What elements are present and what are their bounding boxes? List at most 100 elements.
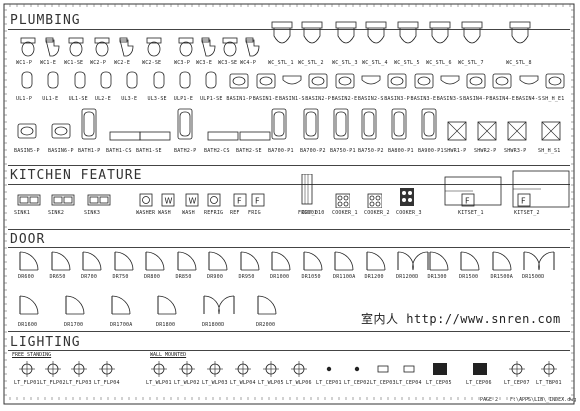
- light-15-symbol: [470, 360, 488, 382]
- symbol-label: BA750-P2: [358, 148, 384, 154]
- symbol-label: DR1700: [64, 322, 84, 328]
- kitset-frame: [444, 176, 502, 210]
- kitchen-0-symbol: [16, 192, 42, 212]
- door-15-symbol: [491, 248, 515, 278]
- symbol-label: LT_FLP03: [66, 380, 92, 386]
- symbol-label: BASIN5-P: [14, 148, 40, 154]
- symbol-label: WC_STL_8: [506, 60, 532, 66]
- symbol-label: ULP1-SE: [200, 96, 223, 102]
- symbol-label: DR750: [112, 274, 129, 280]
- divider: [8, 331, 570, 332]
- bath-15-symbol: [476, 120, 498, 146]
- symbol-label: DR1500D: [522, 274, 545, 280]
- bath-17-symbol: [540, 120, 562, 146]
- light-13-symbol: [400, 360, 418, 382]
- wc-5-symbol: [144, 36, 164, 64]
- bath-5-symbol: [176, 108, 194, 146]
- symbol-label: LT_CEP03: [370, 380, 396, 386]
- symbol-label: BA800-P1: [388, 148, 414, 154]
- footer-path: F:\APPS\LIB\_INDEX.dwg: [510, 397, 577, 403]
- symbol-label: BA700-P2: [300, 148, 326, 154]
- wc-3-symbol: [92, 36, 112, 64]
- basin-19-symbol: [518, 70, 540, 94]
- symbol-label: DR1050: [301, 274, 321, 280]
- wc-8-symbol: [220, 36, 240, 64]
- symbol-label: DR900: [207, 274, 224, 280]
- symbol-label: WC1-SE: [64, 60, 84, 66]
- symbol-label: WC_STL_6: [426, 60, 452, 66]
- basin-1-symbol: [44, 70, 66, 94]
- basin-15-symbol: [413, 70, 435, 94]
- svg-text:F: F: [521, 197, 526, 206]
- symbol-label: BASIN4-E: [489, 96, 516, 102]
- section-title-lighting: LIGHTING: [10, 335, 81, 350]
- symbol-label: WASHER: [136, 210, 156, 216]
- light-11-symbol: [348, 360, 366, 382]
- symbol-label: DR1600: [18, 322, 38, 328]
- bath-7-symbol: [238, 126, 272, 150]
- footer-page: PAGE 2: [480, 397, 499, 403]
- symbol-label: LT_WLP04: [230, 380, 256, 386]
- wc-16-symbol: [460, 20, 484, 48]
- symbol-label: DR850: [175, 274, 192, 280]
- basin-17-symbol: [465, 70, 487, 94]
- door-4-symbol: [144, 248, 168, 278]
- symbol-label: DR700: [81, 274, 98, 280]
- symbol-label: DR1200D: [396, 274, 419, 280]
- symbol-label: UL3-E: [121, 96, 138, 102]
- light-3-symbol: [98, 360, 116, 382]
- symbol-label: WC_STL_2: [298, 60, 324, 66]
- symbol-label: UL3-SE: [147, 96, 167, 102]
- subheading-free-standing: FREE STANDING: [12, 352, 52, 358]
- kitchen-11-symbol: [334, 192, 351, 212]
- door-10-symbol: [333, 248, 357, 278]
- wc-4-symbol: [116, 36, 136, 64]
- light-0-symbol: [18, 360, 36, 382]
- light-14-symbol: [430, 360, 448, 382]
- light-9-symbol: [290, 360, 308, 382]
- symbol-label: BATH2-P: [174, 148, 197, 154]
- wc-11-symbol: [300, 20, 324, 48]
- symbol-label: BASIN3-S: [436, 96, 463, 102]
- svg-text:W: W: [165, 197, 173, 206]
- symbol-label: SINK2: [48, 210, 65, 216]
- symbol-label: LT_WLP06: [286, 380, 312, 386]
- symbol-label: SH_H_E1: [542, 96, 565, 102]
- symbol-label: LT_CEP02: [344, 380, 370, 386]
- kitchen-14-symbol: F: [460, 192, 476, 212]
- symbol-label: LT_CEP04: [396, 380, 422, 386]
- divider: [8, 184, 570, 185]
- symbol-label: WC2-P: [90, 60, 107, 66]
- symbol-label: DR1000: [270, 274, 290, 280]
- light-17-symbol: [540, 360, 558, 382]
- symbol-label: LT_CEP05: [426, 380, 452, 386]
- symbol-label: BASIN4-S: [515, 96, 542, 102]
- symbol-label: DR950: [238, 274, 255, 280]
- basin-10-symbol: [281, 70, 303, 94]
- symbol-label: DR1300: [427, 274, 447, 280]
- symbol-label: SHWR3-P: [504, 148, 527, 154]
- symbol-label: COOKER_2: [364, 210, 390, 216]
- symbol-label: LT_FLP04: [94, 380, 120, 386]
- light-7-symbol: [234, 360, 252, 382]
- brand-watermark: 室内人 http://www.snren.com: [361, 312, 561, 326]
- wc-7-symbol: [198, 36, 218, 64]
- door2-1-symbol: [64, 292, 92, 322]
- basin-6-symbol: [176, 70, 198, 94]
- symbol-label: KITSET_2: [514, 210, 540, 216]
- wc-10-symbol: [270, 20, 294, 48]
- basin-14-symbol: [386, 70, 408, 94]
- symbol-label: COOKER_3: [396, 210, 422, 216]
- basin-8-symbol: [228, 70, 250, 94]
- kitchen-5-symbol: W: [184, 192, 200, 212]
- light-8-symbol: [262, 360, 280, 382]
- kitchen-3-symbol: [138, 192, 154, 212]
- bath-11-symbol: [360, 108, 378, 146]
- svg-text:F: F: [237, 197, 242, 206]
- symbol-label: LT_WLP02: [174, 380, 200, 386]
- kitchen-9-symbol: [300, 173, 314, 210]
- light-2-symbol: [70, 360, 88, 382]
- basin-3-symbol: [97, 70, 119, 94]
- kitchen-12-symbol: [366, 192, 383, 212]
- symbol-label: DR1100A: [333, 274, 356, 280]
